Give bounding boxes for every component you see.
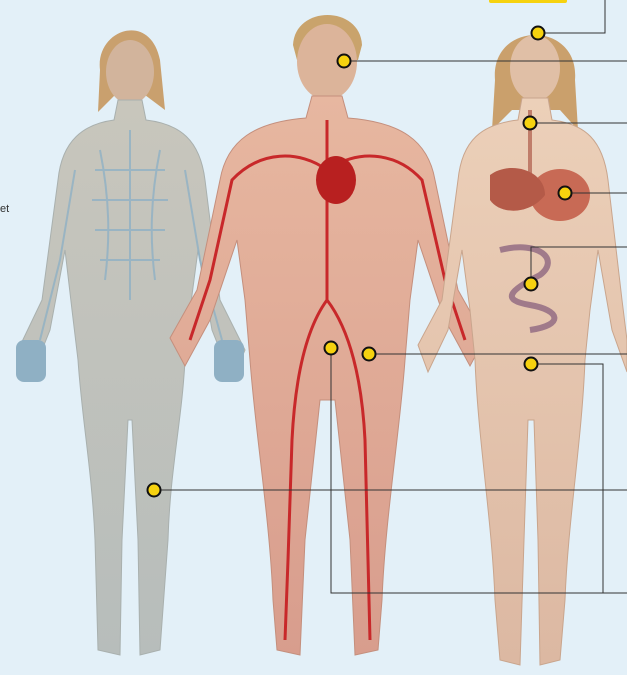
callout-marker-3[interactable] (524, 117, 537, 130)
leader-line-1 (538, 0, 605, 33)
callout-marker-5[interactable] (525, 278, 538, 291)
callout-marker-9[interactable] (148, 484, 161, 497)
callout-marker-4[interactable] (559, 187, 572, 200)
figure-3-head (510, 35, 560, 101)
figure-2-heart (316, 156, 356, 204)
digestive-system-figure (418, 35, 627, 665)
figure-1-head (106, 40, 154, 104)
callout-marker-8[interactable] (525, 358, 538, 371)
figure-1-right-hand (214, 340, 244, 382)
figure-1-body (18, 100, 245, 655)
callout-marker-1[interactable] (532, 27, 545, 40)
callout-marker-7[interactable] (363, 348, 376, 361)
figure-1-left-hand (16, 340, 46, 382)
callout-marker-6[interactable] (325, 342, 338, 355)
callout-marker-2[interactable] (338, 55, 351, 68)
lymphatic-system-figure (16, 30, 245, 655)
